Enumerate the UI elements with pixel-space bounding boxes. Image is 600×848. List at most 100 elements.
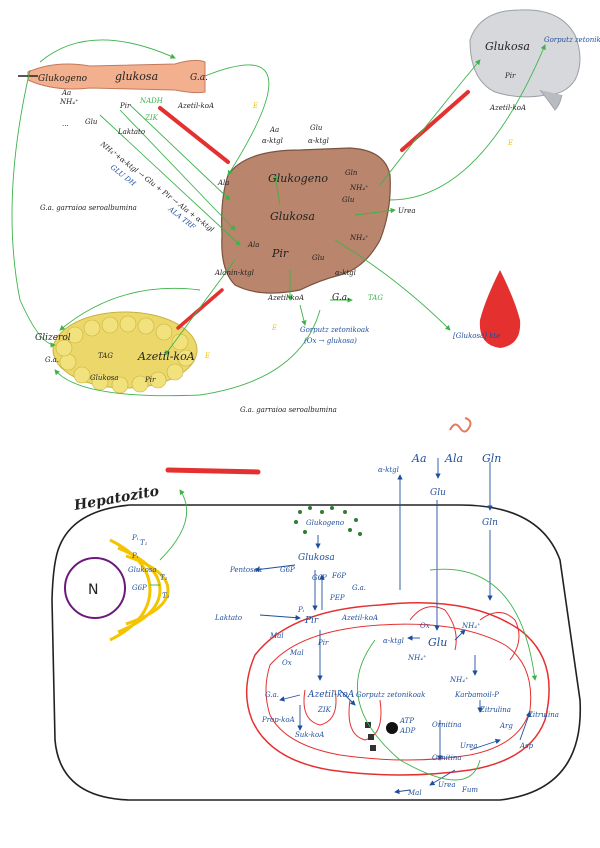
hep-aa: Aa bbox=[411, 452, 427, 465]
hep-zitrulina: Zitrulina bbox=[479, 706, 511, 714]
fat-tissue bbox=[52, 311, 198, 394]
green-arrows-cell bbox=[150, 489, 538, 781]
hep-nh4c: NH₄⁺ bbox=[449, 676, 469, 684]
liver-gorputz: Gorputz zetonikoak bbox=[300, 326, 369, 334]
liver-glukogeno: Glukogeno bbox=[268, 172, 328, 185]
hep-akg: α-ktgl bbox=[378, 466, 399, 474]
hep-pir2: Pir bbox=[317, 639, 329, 647]
liver-e: E bbox=[271, 324, 277, 332]
muscle-zik: ZIK bbox=[144, 114, 159, 122]
hep-prop: Prop-koA bbox=[261, 716, 295, 724]
hep-azetil2: Azetil-koA bbox=[307, 690, 355, 700]
hep-pentosak: Pentosak bbox=[229, 566, 262, 574]
glycogen-granules bbox=[294, 506, 362, 536]
hep-ox2: Ox bbox=[282, 659, 292, 667]
cell-membrane bbox=[51, 504, 582, 801]
nucleus-label: N bbox=[88, 582, 98, 598]
hep-karbamoil: Karbamoil-P bbox=[454, 691, 499, 699]
hep-ox: Ox bbox=[420, 622, 430, 630]
liver-ala: Ala bbox=[247, 241, 259, 249]
fat-glizerol: Glizerol bbox=[35, 333, 71, 343]
hep-pep: PEP bbox=[329, 594, 345, 602]
liver-akg3: α-ktgl bbox=[335, 269, 356, 277]
hep-ornitina: Ornitina bbox=[432, 721, 462, 729]
hep-glu: Glu bbox=[430, 488, 446, 498]
brain-glukosa: Glukosa bbox=[485, 40, 530, 53]
hep-laktato: Laktato bbox=[214, 614, 242, 622]
muscle-nadh: NADH bbox=[139, 97, 164, 105]
hep-mal3: Mal bbox=[289, 649, 304, 657]
transport-top: G.a. garraioa seroalbumina bbox=[40, 204, 137, 212]
muscle-e: E bbox=[252, 102, 258, 110]
liver-akg2: α-ktgl bbox=[308, 137, 329, 145]
hep-gorputz: Gorputz zetonikoak bbox=[356, 691, 425, 699]
liver-azetil: Azetil-koA bbox=[267, 294, 304, 302]
hep-atp: ATP bbox=[399, 717, 414, 725]
liver-alanin-ktgl: Alanin-ktgl bbox=[214, 269, 254, 277]
liver-glukosa: Glukosa bbox=[270, 210, 315, 223]
liver-glu2: Glu bbox=[342, 196, 355, 204]
muscle-aa: Aa bbox=[61, 89, 71, 97]
liver-nh4b: NH₄⁺ bbox=[349, 234, 369, 242]
green-arrows-top bbox=[11, 39, 546, 397]
hep-zik: ZIK bbox=[317, 706, 332, 714]
hep-ga: G.a. bbox=[352, 584, 366, 592]
muscle-pir: Pir bbox=[119, 102, 131, 110]
hep-arg: Arg bbox=[499, 722, 513, 730]
fat-e: E bbox=[204, 352, 210, 360]
hep-glukosa: Glukosa bbox=[298, 553, 335, 563]
hep-azetil: Azetil-koA bbox=[341, 614, 378, 622]
fat-pir: Pir bbox=[144, 376, 156, 384]
hep-t2: T₂ bbox=[160, 574, 168, 582]
brain-labels: Glukosa Gorputz zetonikoak Pir Azetil-ko… bbox=[485, 36, 600, 147]
hep-zitrulina2: Zitrulina bbox=[527, 711, 559, 719]
hep-gluk2: Glukosa bbox=[128, 566, 157, 574]
muscle-glukosa: glukosa bbox=[115, 70, 158, 83]
fat-ga: G.a. bbox=[45, 356, 59, 364]
hep-nh4: NH₄⁺ bbox=[461, 622, 481, 630]
hep-nh4b: NH₄⁺ bbox=[407, 654, 427, 662]
liver-urea: Urea bbox=[398, 207, 416, 215]
brain-organ bbox=[469, 9, 581, 111]
hep-pi: Pᵢ bbox=[131, 534, 139, 542]
hep-glukogeno: Glukogeno bbox=[306, 519, 344, 527]
hep-ornitina2: Ornitina bbox=[432, 754, 462, 762]
hep-ala: Ala bbox=[444, 452, 463, 465]
pathway-reaction: NH₄⁺+α-ktgl → Glu + Pir → Ala + α-ktgl bbox=[98, 140, 215, 234]
hep-g6p2: G6P bbox=[312, 574, 327, 582]
muscle-azetil: Azetil-koA bbox=[177, 102, 214, 110]
fat-labels: Glizerol G.a. TAG Azetil-koA E Glukosa P… bbox=[35, 333, 210, 384]
liver-ga: G.a. bbox=[332, 293, 350, 303]
brain-gorputz: Gorputz zetonikoak bbox=[544, 36, 600, 44]
brain-azetil: Azetil-koA bbox=[489, 104, 526, 112]
transport-labels: G.a. garraioa seroalbumina G.a. garraioa… bbox=[40, 204, 337, 414]
liver-pir: Pir bbox=[271, 247, 289, 260]
muscle-laktato: Laktato bbox=[117, 128, 145, 136]
liver-ox-gluk: (Ox → glukosa) bbox=[304, 337, 357, 345]
liver-organ bbox=[221, 147, 391, 294]
fat-azetil: Azetil-koA bbox=[137, 350, 195, 363]
liver-akg: α-ktgl bbox=[262, 137, 283, 145]
squiggle bbox=[449, 417, 472, 433]
hep-t1: T₁ bbox=[140, 539, 148, 547]
hep-pir: Pir bbox=[304, 616, 319, 626]
liver-tag: TAG bbox=[368, 294, 383, 302]
hepatocyte-title: Hepatozito bbox=[72, 483, 160, 514]
hep-glu2: Glu bbox=[428, 636, 447, 649]
mitochondrion bbox=[245, 602, 550, 776]
hep-pi-small: Pᵢ bbox=[297, 606, 305, 614]
liver-glu: Glu bbox=[310, 124, 323, 132]
blue-arrows bbox=[254, 458, 532, 795]
muscle-dots: ... bbox=[62, 120, 69, 128]
muscle-glukogeno: Glukogeno bbox=[38, 74, 88, 84]
pathway-labels: NH₄⁺+α-ktgl → Glu + Pir → Ala + α-ktgl G… bbox=[98, 140, 215, 234]
transport-bottom: G.a. garraioa seroalbumina bbox=[240, 406, 337, 414]
muscle-labels: Glukogeno glukosa G.a. Aa NH₄⁺ Pir Glu L… bbox=[38, 70, 258, 136]
brain-pir: Pir bbox=[504, 72, 516, 80]
fat-glukosa: Glukosa bbox=[90, 374, 119, 382]
liver-nh4: NH₄⁺ bbox=[349, 184, 369, 192]
fat-tag: TAG bbox=[98, 352, 113, 360]
electron-transport bbox=[365, 722, 398, 751]
